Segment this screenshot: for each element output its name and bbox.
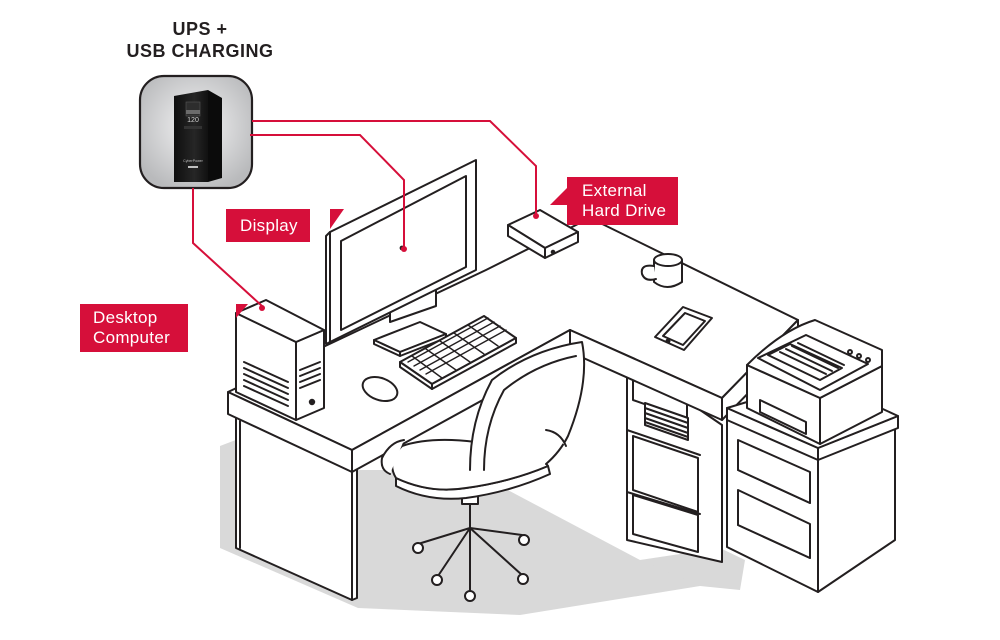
- tablet: [654, 306, 713, 351]
- connection-dots: [259, 213, 539, 311]
- desktop-computer-label-line-1: Desktop: [93, 308, 158, 327]
- external-hard-drive-label-line-2: Hard Drive: [582, 201, 667, 220]
- desktop-computer: [235, 299, 325, 421]
- ups-title-line-1: UPS +: [172, 19, 228, 39]
- connection-lines: [192, 120, 537, 307]
- line-to-hard-drive: [252, 120, 537, 214]
- ups-title-line-2: USB CHARGING: [126, 41, 274, 61]
- display-label-text: Display: [240, 216, 298, 235]
- display-label: Display: [226, 209, 310, 242]
- mouse: [361, 375, 399, 403]
- line-to-desktop: [192, 188, 263, 307]
- ups-readout: 120: [187, 117, 199, 124]
- chair-base: [412, 499, 530, 602]
- paper-stack: [644, 402, 689, 441]
- keyboard-keys: [407, 317, 507, 379]
- printer: [746, 319, 883, 445]
- external-hard-drive-label: External Hard Drive: [567, 177, 679, 225]
- ups-callout: 120 CyberPower: [138, 74, 254, 190]
- desktop-computer-label-line-2: Computer: [93, 328, 171, 347]
- ups-brand: CyberPower: [183, 159, 204, 163]
- line-to-display: [250, 134, 405, 248]
- external-hard-drive-label-line-1: External: [582, 181, 647, 200]
- desktop-computer-label: Desktop Computer: [80, 304, 189, 352]
- keyboard: [399, 315, 517, 390]
- office-chair: [380, 341, 586, 602]
- desktop-tag-pointer: [236, 304, 248, 318]
- external-hard-drive: [507, 209, 579, 259]
- coffee-mug: [640, 253, 683, 288]
- hdd-tag-pointer: [550, 188, 567, 205]
- display-tag-pointer: [330, 209, 344, 229]
- ups-device: 120 CyberPower: [174, 90, 222, 182]
- ups-title: UPS + USB CHARGING: [90, 18, 310, 62]
